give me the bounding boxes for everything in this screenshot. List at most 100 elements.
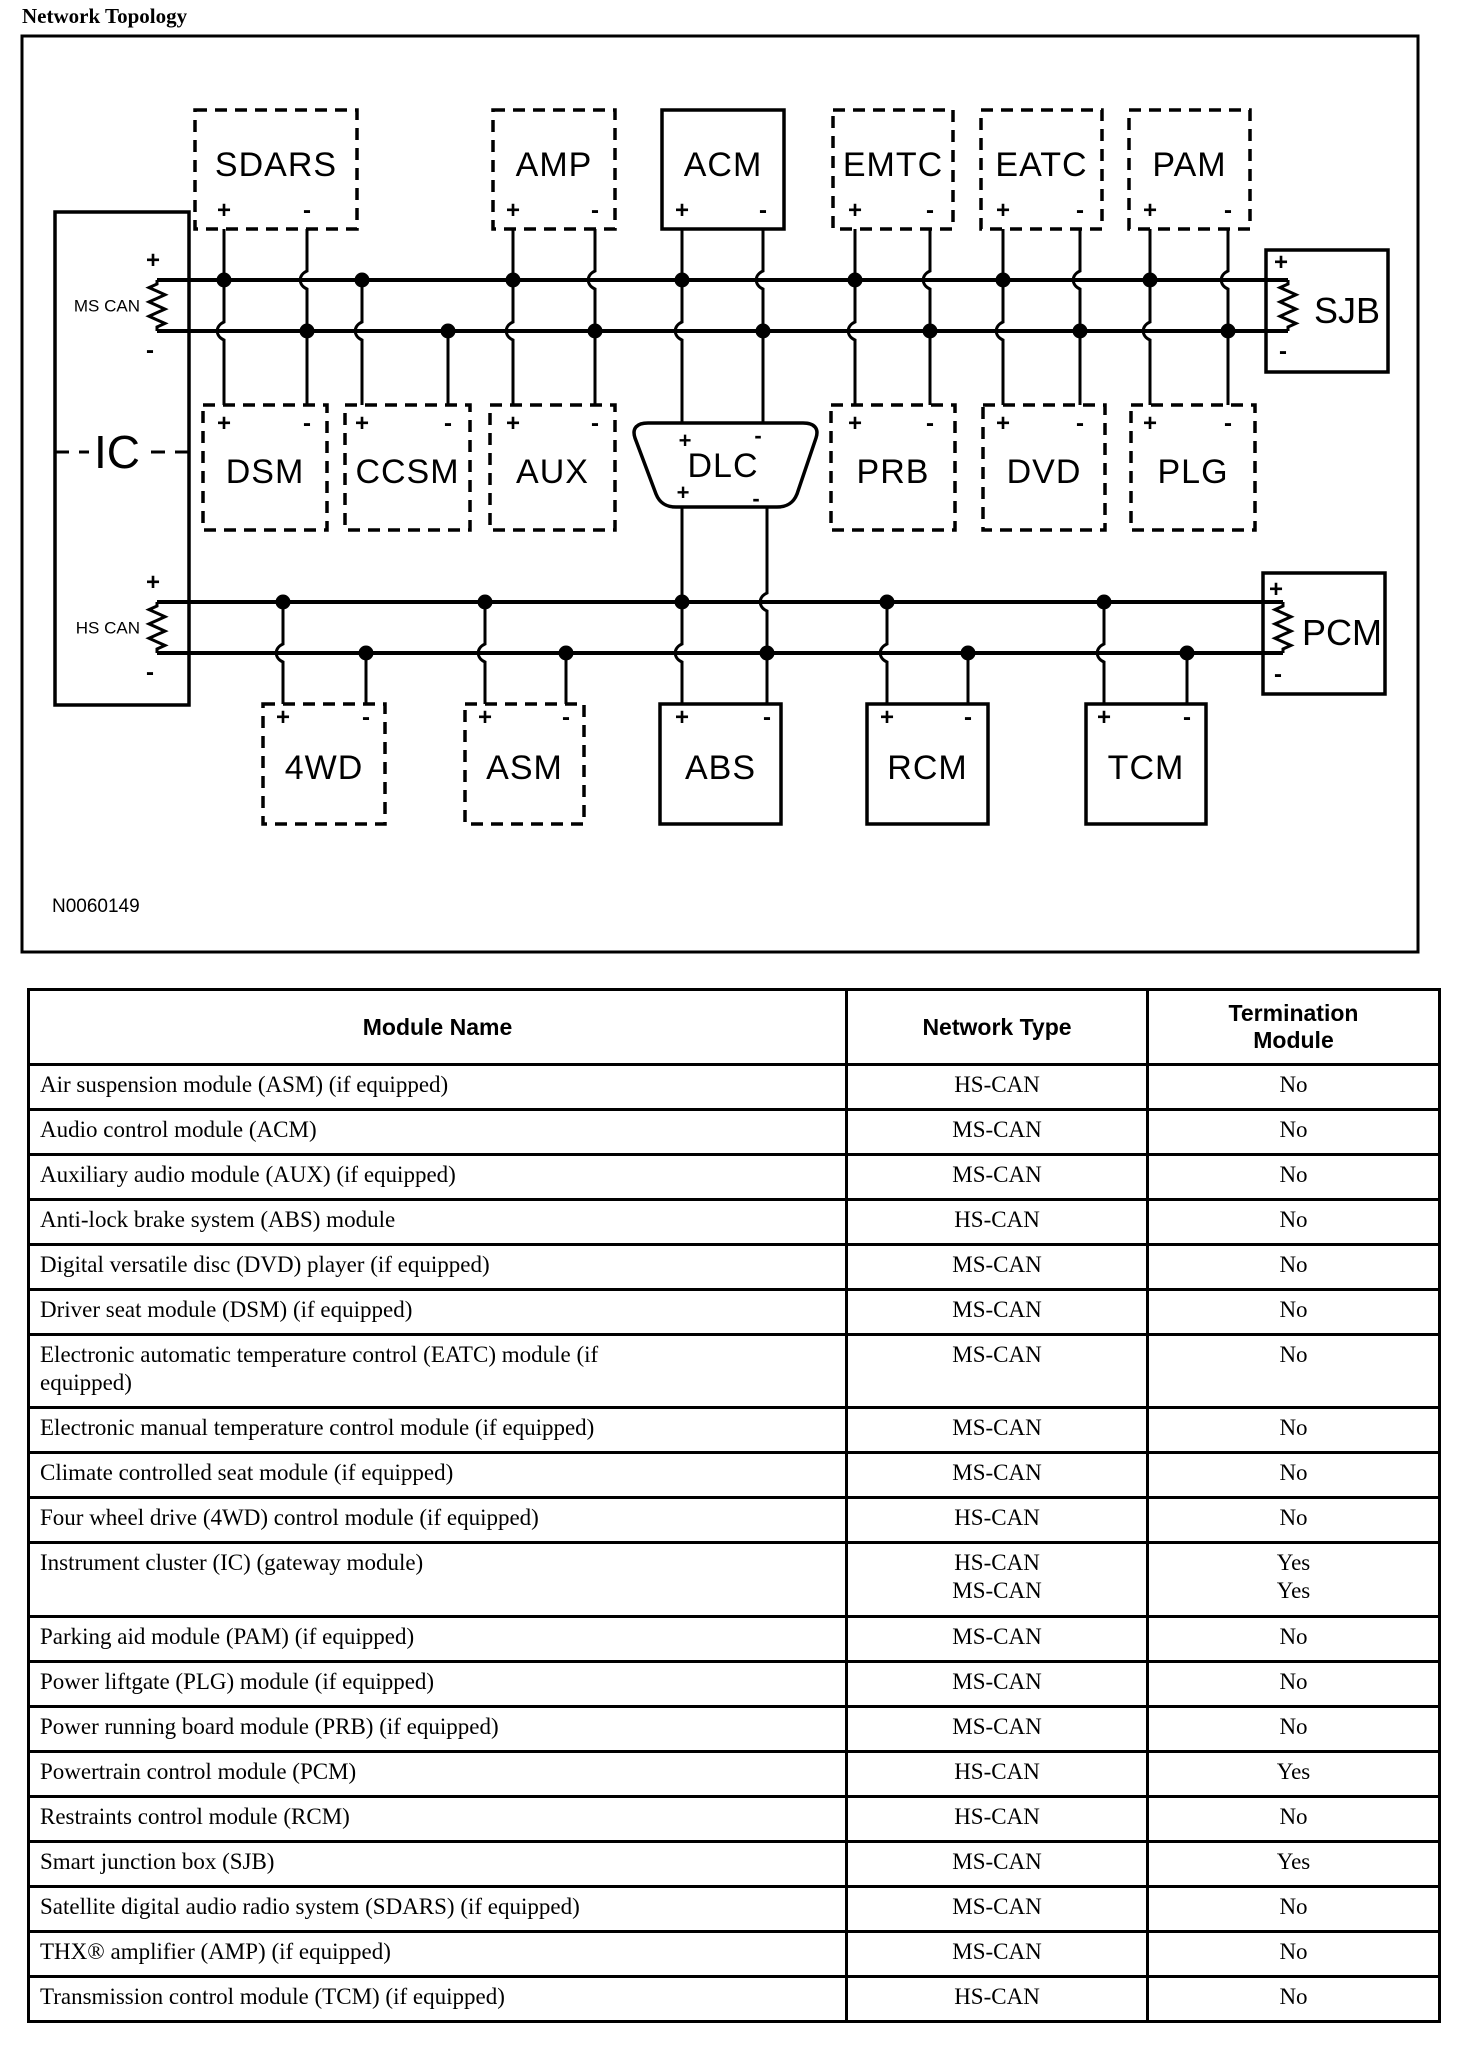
ic-gateway-label: IC <box>89 429 145 475</box>
module-label-asm: ASM <box>486 749 563 787</box>
network-type-cell: HS-CAN <box>845 1496 1149 1544</box>
module-label-dsm: DSM <box>225 453 305 491</box>
termination-cell: No <box>1146 1930 1441 1978</box>
network-type-cell: MS-CAN <box>845 1705 1149 1753</box>
minus-eatc: - <box>1076 197 1084 224</box>
termination-cell: No <box>1146 1451 1441 1499</box>
table-row: Electronic automatic temperature control… <box>27 1333 1441 1409</box>
dlc-bottom-minus-label: - <box>752 486 760 511</box>
table-header-row: Module Name Network Type Termination Mod… <box>27 988 1441 1066</box>
module-name-cell: Driver seat module (DSM) (if equipped) <box>27 1288 848 1336</box>
termination-cell: No <box>1146 1406 1441 1454</box>
termination-cell: No <box>1146 1660 1441 1708</box>
minus-dsm: - <box>303 410 311 437</box>
table-row: Satellite digital audio radio system (SD… <box>27 1885 1441 1933</box>
table-row: Electronic manual temperature control mo… <box>27 1406 1441 1454</box>
plus-plg: + <box>1142 410 1158 437</box>
termination-cell: No <box>1146 1288 1441 1336</box>
module-label-dvd: DVD <box>1006 453 1082 491</box>
network-type-cell: MS-CAN <box>845 1243 1149 1291</box>
minus-tcm: - <box>1183 704 1191 731</box>
network-type-cell: MS-CAN <box>845 1333 1149 1409</box>
network-type-cell: MS-CAN <box>845 1153 1149 1201</box>
dlc-top-plus-label: + <box>678 428 692 453</box>
pcm-minus-label: - <box>1274 661 1282 688</box>
table-row: Auxiliary audio module (AUX) (if equippe… <box>27 1153 1441 1201</box>
minus-dvd: - <box>1076 410 1084 437</box>
plus-asm: + <box>477 704 493 731</box>
header-network-type: Network Type <box>845 988 1149 1066</box>
network-type-cell: MS-CAN <box>845 1406 1149 1454</box>
minus-rcm: - <box>964 704 972 731</box>
network-type-cell: MS-CAN <box>845 1451 1149 1499</box>
termination-cell: Yes <box>1146 1840 1441 1888</box>
plus-pam: + <box>1142 197 1158 224</box>
termination-cell: No <box>1146 1795 1441 1843</box>
minus-abs: - <box>763 704 771 731</box>
minus-ccsm: - <box>444 410 452 437</box>
minus-acm: - <box>759 197 767 224</box>
plus-prb: + <box>847 410 863 437</box>
plus-4wd: + <box>275 704 291 731</box>
minus-sdars: - <box>303 197 311 224</box>
ic-ms-minus-label: - <box>146 337 154 364</box>
module-label-amp: AMP <box>515 146 593 184</box>
ic-hs-plus-label: + <box>145 569 161 596</box>
minus-aux: - <box>591 410 599 437</box>
module-name-cell: Parking aid module (PAM) (if equipped) <box>27 1615 848 1663</box>
termination-cell: No <box>1146 1153 1441 1201</box>
module-name-cell: Transmission control module (TCM) (if eq… <box>27 1975 848 2023</box>
table-row: Digital versatile disc (DVD) player (if … <box>27 1243 1441 1291</box>
module-label-acm: ACM <box>683 146 763 184</box>
header-module-name: Module Name <box>27 988 848 1066</box>
network-type-cell: MS-CAN <box>845 1288 1149 1336</box>
termination-cell: No <box>1146 1705 1441 1753</box>
table-row: Driver seat module (DSM) (if equipped)MS… <box>27 1288 1441 1336</box>
module-name-cell: Powertrain control module (PCM) <box>27 1750 848 1798</box>
plus-emtc: + <box>847 197 863 224</box>
table-row: Climate controlled seat module (if equip… <box>27 1451 1441 1499</box>
sjb-label: SJB <box>1313 290 1381 331</box>
module-label-sdars: SDARS <box>214 146 338 184</box>
table-row: Parking aid module (PAM) (if equipped)MS… <box>27 1615 1441 1663</box>
network-type-cell: HS-CAN <box>845 1063 1149 1111</box>
module-label-plg: PLG <box>1157 453 1229 491</box>
module-name-cell: Auxiliary audio module (AUX) (if equippe… <box>27 1153 848 1201</box>
plus-abs: + <box>674 704 690 731</box>
module-name-cell: Four wheel drive (4WD) control module (i… <box>27 1496 848 1544</box>
module-label-prb: PRB <box>856 453 930 491</box>
module-name-cell: Power running board module (PRB) (if equ… <box>27 1705 848 1753</box>
table-row: Power liftgate (PLG) module (if equipped… <box>27 1660 1441 1708</box>
module-name-cell: Air suspension module (ASM) (if equipped… <box>27 1063 848 1111</box>
table-row: THX® amplifier (AMP) (if equipped)MS-CAN… <box>27 1930 1441 1978</box>
termination-cell: No <box>1146 1975 1441 2023</box>
termination-cell: No <box>1146 1885 1441 1933</box>
module-label-eatc: EATC <box>995 146 1088 184</box>
plus-dvd: + <box>995 410 1011 437</box>
module-label-tcm: TCM <box>1107 749 1185 787</box>
dlc-bottom-plus-label: + <box>676 480 690 505</box>
module-name-cell: Climate controlled seat module (if equip… <box>27 1451 848 1499</box>
network-type-cell: HS-CAN <box>845 1975 1149 2023</box>
page-title: Network Topology <box>22 4 188 28</box>
module-name-cell: Instrument cluster (IC) (gateway module) <box>27 1541 848 1618</box>
table-row: Power running board module (PRB) (if equ… <box>27 1705 1441 1753</box>
table-row: Instrument cluster (IC) (gateway module)… <box>27 1541 1441 1618</box>
minus-prb: - <box>926 410 934 437</box>
dlc-top-minus-label: - <box>754 423 762 448</box>
module-name-cell: Electronic automatic temperature control… <box>27 1333 848 1409</box>
termination-cell: No <box>1146 1496 1441 1544</box>
termination-cell: No <box>1146 1063 1441 1111</box>
network-type-cell: MS-CAN <box>845 1615 1149 1663</box>
header-termination-module: Termination Module <box>1146 988 1441 1066</box>
termination-cell: Yes Yes <box>1146 1541 1441 1618</box>
minus-emtc: - <box>926 197 934 224</box>
network-type-cell: HS-CAN MS-CAN <box>845 1541 1149 1618</box>
module-label-ccsm: CCSM <box>355 453 460 491</box>
network-type-cell: HS-CAN <box>845 1795 1149 1843</box>
module-name-cell: Smart junction box (SJB) <box>27 1840 848 1888</box>
